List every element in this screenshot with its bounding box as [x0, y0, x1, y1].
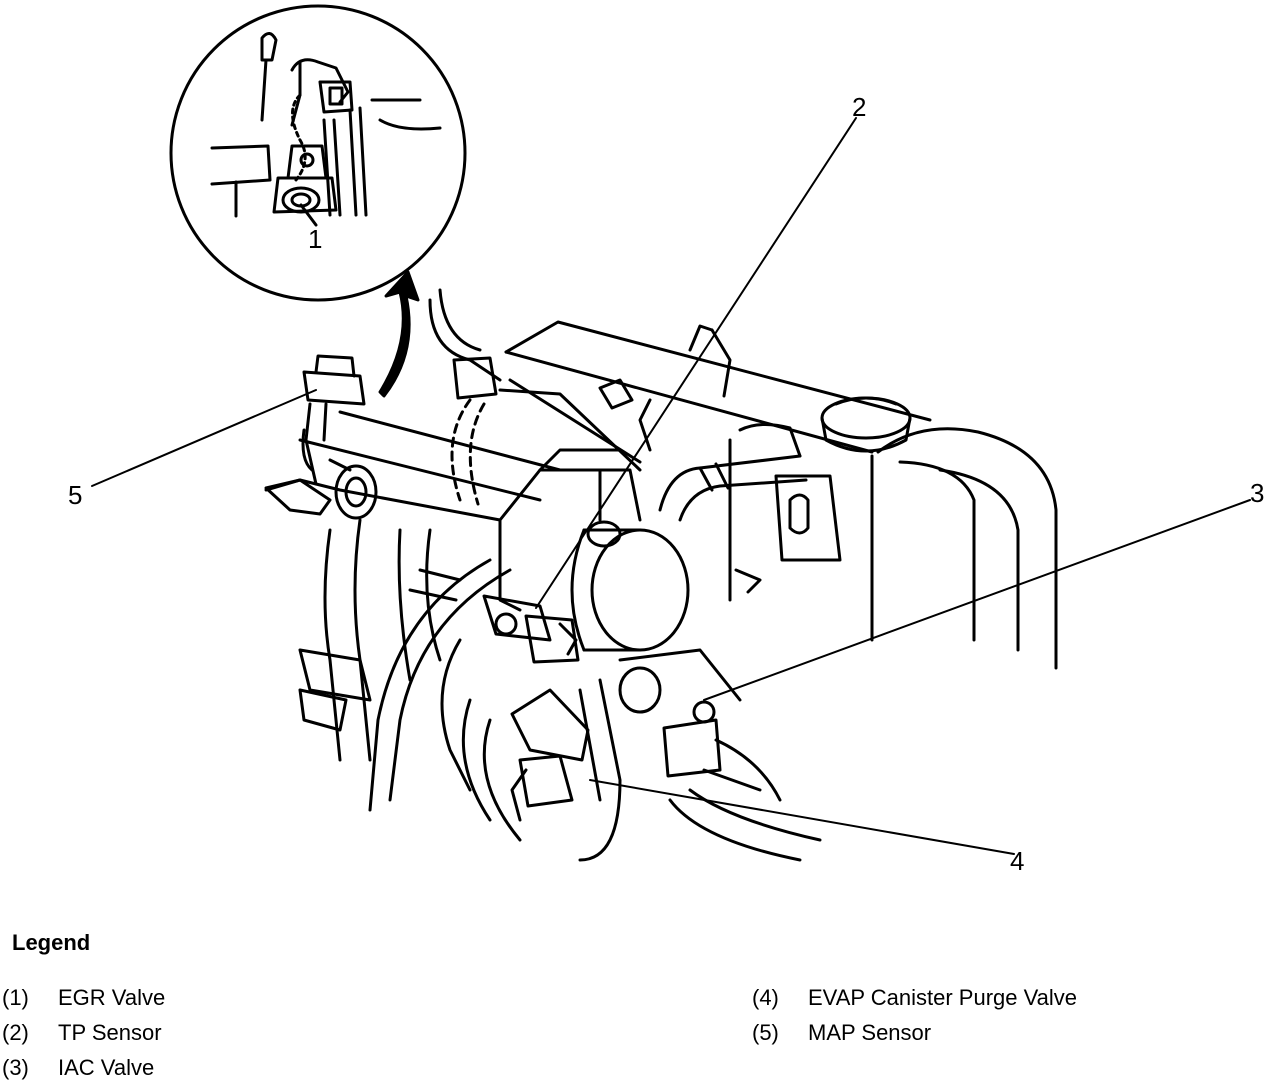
engine-assembly — [264, 288, 1058, 862]
legend-item-number: (3) — [2, 1055, 29, 1080]
callout-2: 2 — [852, 92, 866, 122]
legend-item-tp-sensor: (2) TP Sensor — [2, 1020, 162, 1046]
legend-item-number: (1) — [2, 985, 29, 1010]
legend-item-label: EVAP Canister Purge Valve — [808, 985, 1078, 1010]
legend-item-label: IAC Valve — [58, 1055, 155, 1080]
callout-1: 1 — [308, 224, 322, 254]
egr-detail-inset — [169, 4, 467, 302]
legend-item-evap-purge-valve: (4) EVAP Canister Purge Valve — [752, 985, 1077, 1011]
legend-title: Legend — [12, 930, 91, 955]
legend-item-number: (5) — [752, 1020, 779, 1045]
engine-component-diagram: 1 2 3 4 5 — [68, 4, 1264, 876]
legend-item-label: EGR Valve — [58, 985, 166, 1010]
legend-item-egr-valve: (1) EGR Valve — [2, 985, 165, 1011]
legend-item-number: (4) — [752, 985, 779, 1010]
legend-item-number: (2) — [2, 1020, 29, 1045]
legend-item-iac-valve: (3) IAC Valve — [2, 1055, 154, 1081]
legend-item-label: TP Sensor — [58, 1020, 162, 1045]
legend-item-map-sensor: (5) MAP Sensor — [752, 1020, 931, 1046]
detail-pointer-arrow — [378, 270, 420, 398]
legend-item-label: MAP Sensor — [808, 1020, 932, 1045]
callout-5: 5 — [68, 480, 82, 510]
callout-3: 3 — [1250, 478, 1264, 508]
callout-4: 4 — [1010, 846, 1024, 876]
callout-leaders — [91, 117, 1251, 855]
